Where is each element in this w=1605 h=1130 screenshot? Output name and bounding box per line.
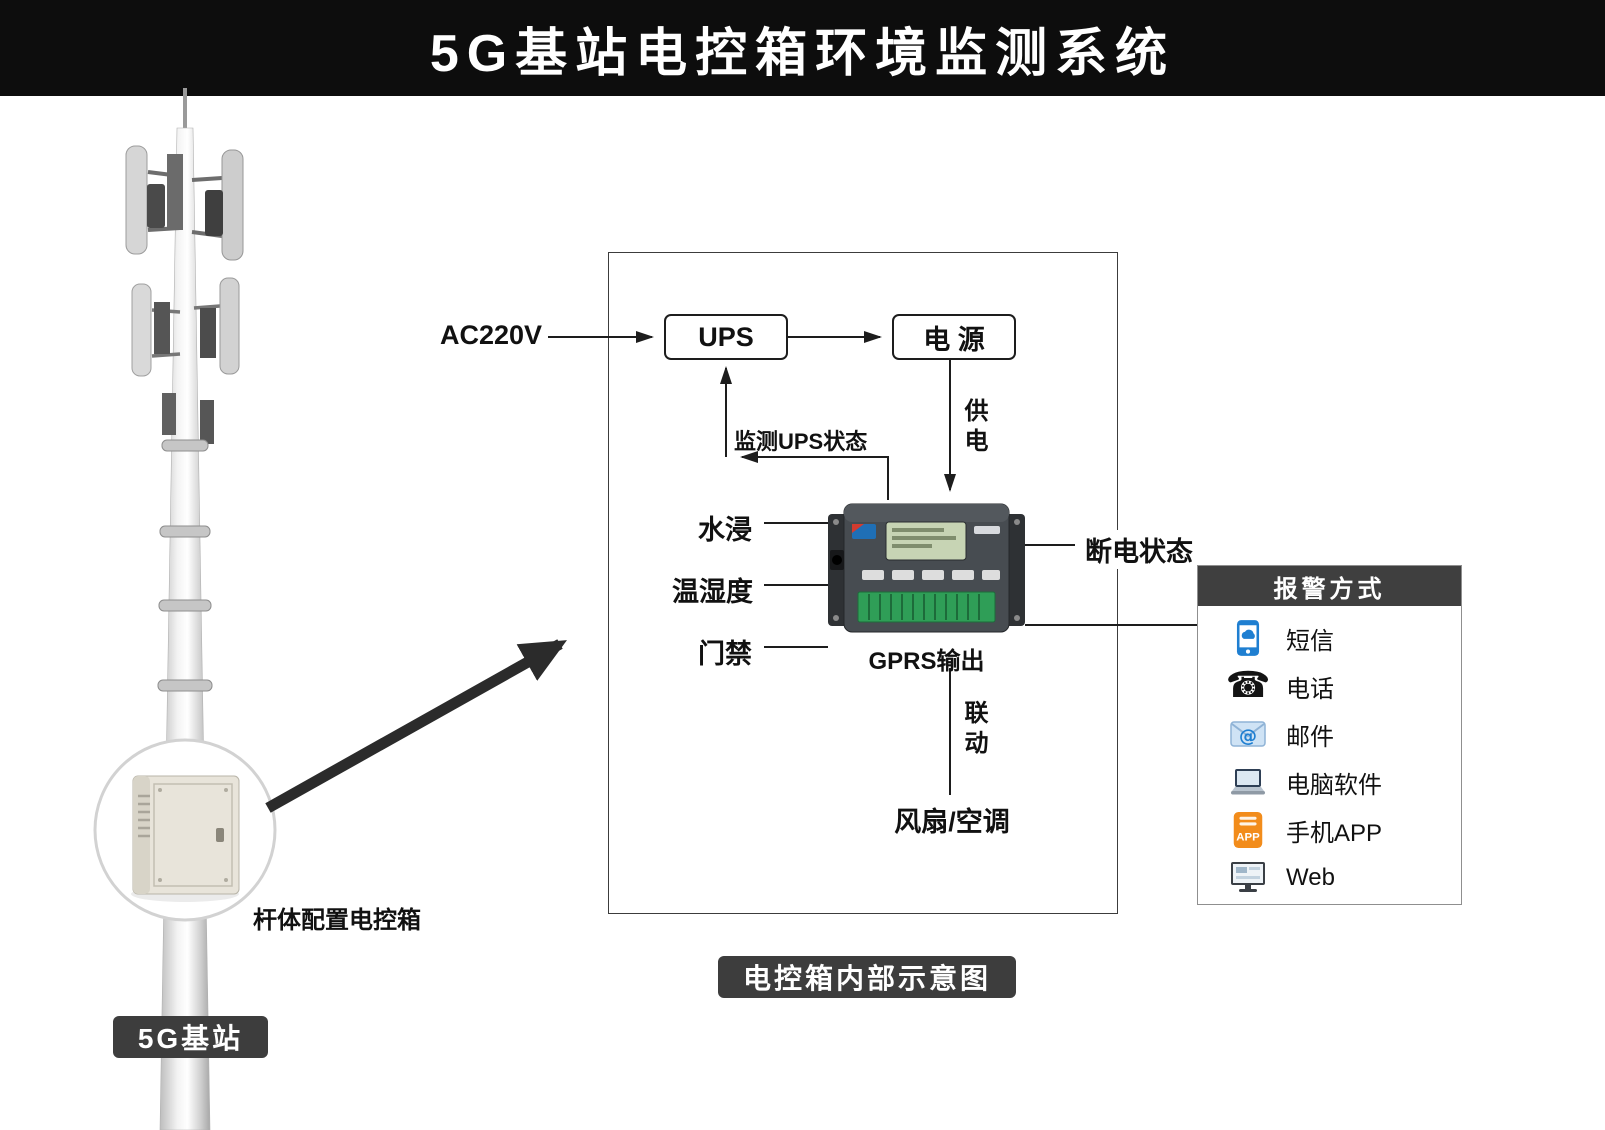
supply-label: 供电 [960, 398, 987, 458]
alarm-item-label: 电脑软件 [1286, 771, 1382, 799]
alarm-item-phone: ☎ 电话 [1198, 662, 1461, 710]
alarm-item-label: 手机APP [1286, 819, 1383, 847]
box-lock [216, 828, 224, 842]
alarm-panel: 报警方式 短信 ☎ 电话 [1197, 565, 1462, 905]
ups-box: UPS [664, 314, 788, 360]
sensor-temphum-label: 温湿度 [672, 577, 753, 607]
linkage-label: 联动 [960, 700, 987, 760]
alarm-list: 短信 ☎ 电话 @ 邮件 [1198, 606, 1461, 906]
computer-icon [1228, 762, 1268, 802]
alarm-item-label: 邮件 [1286, 723, 1334, 751]
diagram-frame [608, 252, 1118, 914]
alarm-item-label: 短信 [1286, 627, 1334, 655]
alarm-item-computer: 电脑软件 [1198, 758, 1461, 806]
alarm-item-label: 电话 [1286, 675, 1334, 703]
phone-icon: ☎ [1225, 665, 1271, 706]
web-icon [1228, 858, 1268, 898]
header-bar: 5G基站电控箱环境监测系统 [0, 0, 1605, 96]
svg-text:APP: APP [1236, 831, 1260, 843]
page-title: 5G基站电控箱环境监测系统 [429, 24, 1176, 83]
sms-icon [1228, 618, 1268, 658]
app-icon: APP [1228, 810, 1268, 850]
diagram-caption-badge: 电控箱内部示意图 [718, 956, 1016, 998]
power-off-label: 断电状态 [1080, 530, 1198, 569]
email-icon: @ [1228, 714, 1268, 754]
antenna-tier-top [125, 145, 244, 261]
tower-illustration [50, 88, 360, 1130]
monitor-ups-label: 监测UPS状态 [734, 429, 868, 454]
alarm-item-label: Web [1286, 864, 1335, 891]
control-box-inset [93, 738, 277, 922]
device-terminal-block [857, 591, 996, 623]
antenna-tier-mid [131, 277, 240, 377]
sensor-water-label: 水浸 [698, 515, 752, 545]
alarm-item-email: @ 邮件 [1198, 710, 1461, 758]
tower-graphic [93, 88, 277, 1130]
alarm-panel-title: 报警方式 [1198, 566, 1461, 606]
gprs-device [828, 500, 1025, 640]
ac-input-label: AC220V [440, 320, 543, 350]
vent-slots [138, 794, 150, 838]
antenna-tier-small [162, 393, 214, 444]
alarm-item-web: Web [1198, 854, 1461, 902]
svg-text:@: @ [1239, 726, 1257, 747]
sensor-door-label: 门禁 [698, 639, 752, 669]
alarm-item-app: APP 手机APP [1198, 806, 1461, 854]
tower-pole [159, 127, 211, 1130]
fan-ac-label: 风扇/空调 [894, 807, 1010, 837]
tower-spike [183, 88, 187, 150]
pole-box-label: 杆体配置电控箱 [253, 907, 421, 934]
device-lcd [885, 521, 967, 561]
gprs-output-label: GPRS输出 [868, 648, 985, 675]
alarm-item-sms: 短信 [1198, 614, 1461, 662]
device-label-row [862, 570, 1000, 580]
base-station-badge: 5G基站 [113, 1016, 268, 1058]
power-box: 电 源 [892, 314, 1016, 360]
